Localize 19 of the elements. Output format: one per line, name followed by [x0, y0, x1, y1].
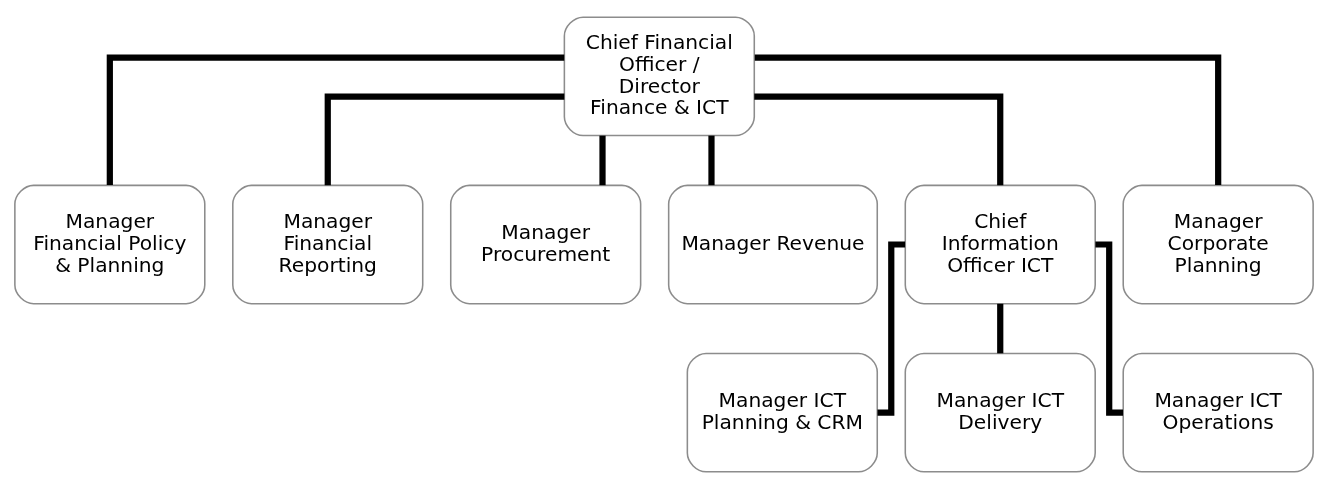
node-box: Manager Procurement — [449, 184, 642, 305]
node-box: Chief Information Officer ICT — [904, 184, 1096, 305]
node-box: Manager Financial Policy & Planning — [14, 184, 206, 305]
node-box: Manager ICT Delivery — [904, 352, 1096, 473]
node-box: Manager Financial Reporting — [232, 184, 424, 305]
node-box: Manager Corporate Planning — [1122, 184, 1314, 305]
node-box: Manager Revenue — [667, 184, 879, 305]
connector — [708, 135, 715, 186]
connector — [324, 93, 565, 186]
connector — [599, 135, 606, 186]
connector — [1095, 241, 1123, 416]
connector — [106, 54, 565, 185]
connector — [754, 93, 1004, 186]
connector — [877, 241, 906, 416]
connector — [754, 54, 1222, 185]
node-box: Manager ICT Planning & CRM — [686, 352, 879, 473]
node-box: Chief Financial Officer / Director Finance & ICT — [563, 16, 756, 137]
node-box: Manager ICT Operations — [1122, 352, 1314, 473]
connector — [997, 303, 1004, 354]
